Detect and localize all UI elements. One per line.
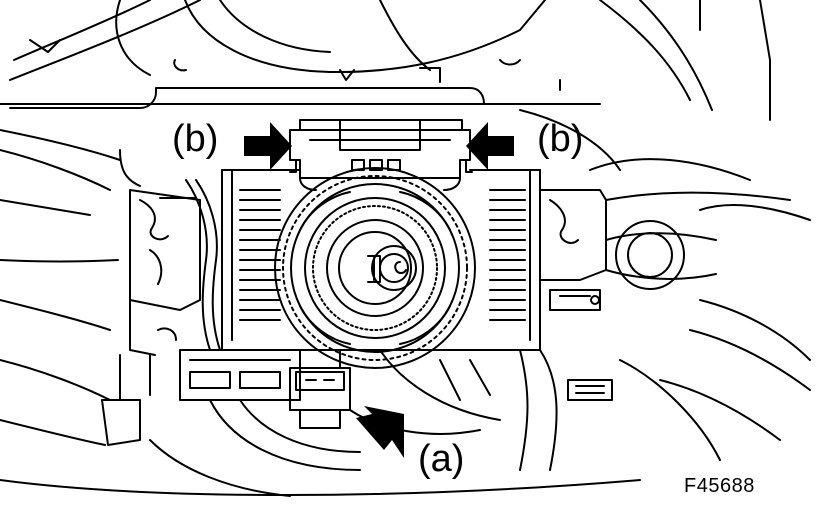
lower-column bbox=[0, 349, 641, 497]
right-bracket-box bbox=[519, 349, 721, 471]
bottom-right-edge bbox=[659, 329, 811, 441]
steering-shaft bbox=[367, 245, 417, 291]
top-connector bbox=[289, 119, 473, 191]
figure-code: F45688 bbox=[684, 475, 755, 497]
callout-a: (a) bbox=[418, 438, 465, 480]
left-trim bbox=[0, 129, 141, 446]
right-switch-body bbox=[539, 189, 607, 311]
right-knob bbox=[519, 109, 811, 361]
arrow-b-left bbox=[244, 122, 292, 170]
spiral-cable bbox=[274, 167, 476, 369]
instrument-panel-outline bbox=[0, 0, 771, 121]
arrow-a bbox=[356, 406, 404, 458]
arrow-b-right bbox=[466, 122, 514, 170]
lower-connector bbox=[289, 349, 351, 429]
callout-b-right: (b) bbox=[537, 118, 584, 160]
callout-b-left: (b) bbox=[172, 118, 219, 160]
left-switch-body bbox=[101, 189, 201, 446]
